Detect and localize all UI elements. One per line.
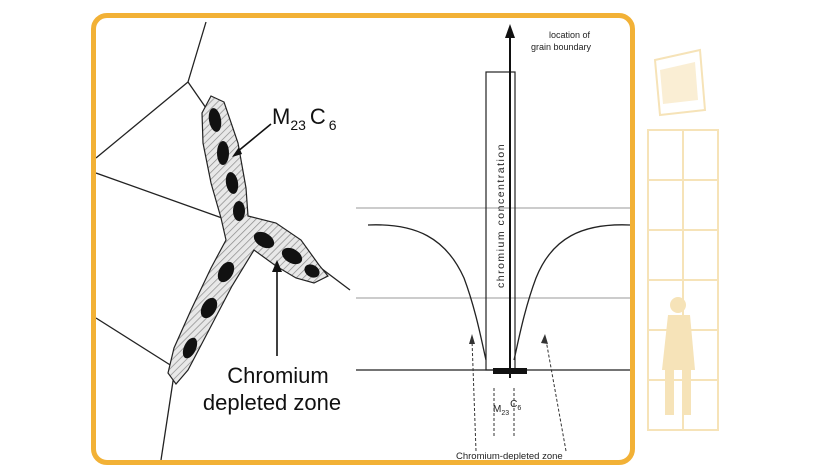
carbide-particle — [253, 231, 275, 249]
grain-boundary-line — [187, 21, 207, 83]
grain-boundary-line — [160, 367, 176, 460]
grain-boundary-line — [187, 81, 207, 109]
carbide-particle — [208, 108, 222, 132]
grain-boundary-line — [96, 81, 189, 159]
carbide-label-small: M23C6 — [493, 399, 521, 417]
carbide-particle — [217, 141, 229, 165]
carbide-particle — [200, 297, 218, 319]
carbide-particle — [304, 264, 320, 278]
reference-lines — [356, 207, 630, 299]
carbide-particle — [225, 172, 239, 194]
depleted-zone-label-line2: depleted zone — [203, 390, 341, 415]
grain-boundary-arrow — [505, 24, 515, 378]
depleted-zone-pointers — [471, 339, 567, 452]
grain-boundary-label-line1: location of — [549, 30, 591, 40]
grain-boundary-line — [96, 317, 176, 369]
concentration-axis-label: chromium concentration — [495, 143, 507, 288]
grain-boundary-line — [96, 172, 223, 219]
concentration-curve-left — [367, 224, 487, 361]
carbide-particle — [233, 201, 245, 221]
depleted-label-arrow — [272, 260, 282, 356]
carbide-particle — [281, 247, 303, 265]
concentration-curve-right — [513, 224, 630, 361]
carbide-particle — [217, 261, 235, 283]
carbide-particles — [182, 108, 320, 359]
carbide-label-arrow — [232, 123, 272, 157]
grain-boundary-label-line2: grain boundary — [531, 42, 592, 52]
carbide-bar — [493, 368, 527, 374]
carbide-particle — [182, 337, 198, 359]
depleted-zone-label: Chromium-depleted zone — [456, 451, 563, 460]
depleted-zone-label-line1: Chromium — [227, 363, 328, 388]
